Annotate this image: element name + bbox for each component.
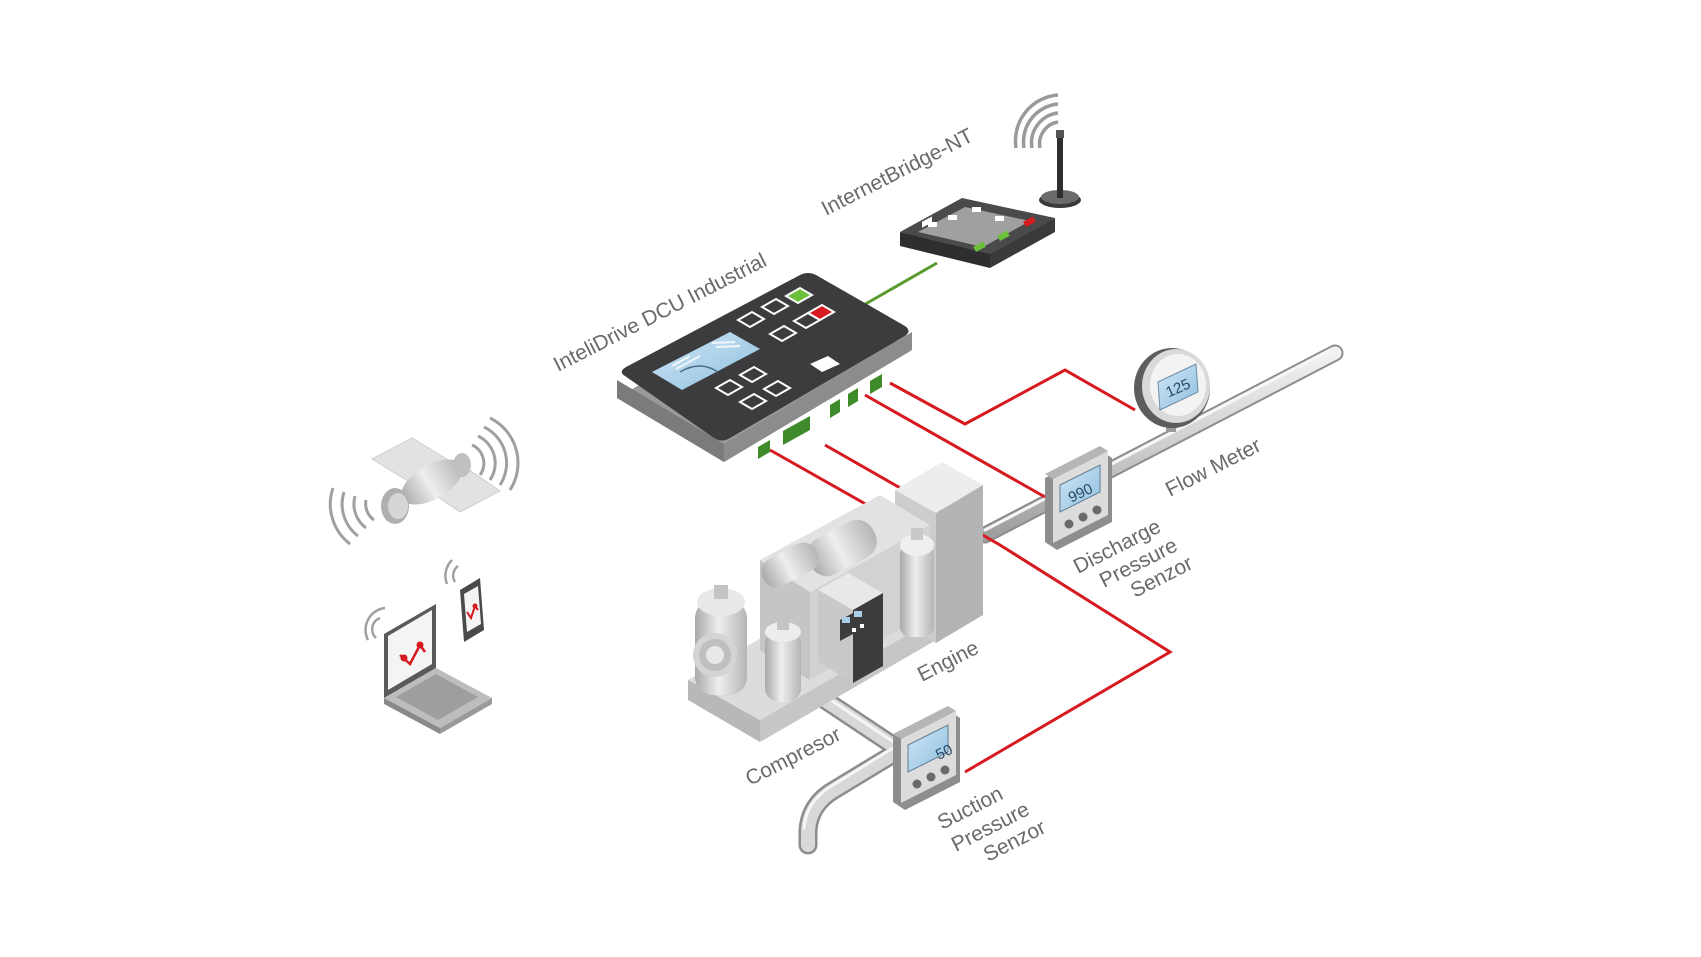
compressor-engine-skid [688,462,983,742]
smartphone-signal-icon [444,559,459,585]
flow-meter: 125 [1134,348,1210,432]
antenna-icon [1039,130,1081,208]
wire-discharge-sensor [864,393,1046,499]
antenna-signal-icon [1013,93,1059,149]
internet-bridge-device [900,198,1055,268]
satellite-icon [370,437,501,524]
network-wire [861,261,938,308]
suction-pressure-sensor: 50 [893,706,960,810]
compressor-head [693,585,801,702]
wire-flow-meter [889,368,1136,426]
laptop-signal-icon [364,606,386,641]
laptop-icon [384,604,492,734]
smartphone-icon [460,578,484,642]
suction-sensor-readout: 50 [933,741,955,764]
discharge-pressure-sensor: 990 [1045,446,1112,550]
satellite-signal-icon [328,416,520,546]
suction-pipe [782,668,918,855]
dcu-controller [617,273,912,462]
discharge-pipe [976,344,1344,544]
